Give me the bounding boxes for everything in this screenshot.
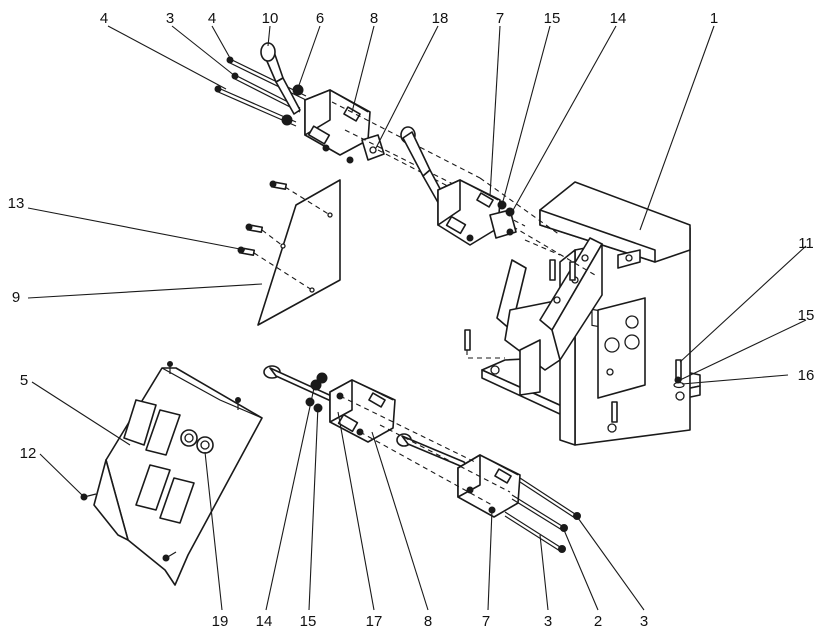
callout-c10: 14 bbox=[610, 10, 627, 27]
callout-c18: 12 bbox=[20, 445, 37, 462]
callout-c14: 11 bbox=[798, 235, 814, 252]
callout-c15: 15 bbox=[798, 307, 815, 324]
callout-c5: 6 bbox=[316, 10, 324, 27]
callout-c9: 15 bbox=[544, 10, 561, 27]
front-panel bbox=[80, 361, 263, 586]
upper-right-valve-assembly bbox=[400, 126, 517, 246]
callout-c24: 7 bbox=[482, 613, 490, 630]
callout-c6: 8 bbox=[370, 10, 378, 27]
callout-c3: 4 bbox=[208, 10, 216, 27]
callout-c11: 1 bbox=[710, 10, 718, 27]
callout-c7: 18 bbox=[432, 10, 449, 27]
callout-c23: 8 bbox=[424, 613, 432, 630]
callout-c2: 3 bbox=[166, 10, 174, 27]
callout-c21: 15 bbox=[300, 613, 317, 630]
callout-c20: 14 bbox=[256, 613, 273, 630]
upper-left-valve-assembly bbox=[214, 42, 385, 164]
callout-c13: 9 bbox=[12, 289, 20, 306]
callout-c12: 13 bbox=[8, 195, 25, 212]
callout-c8: 7 bbox=[496, 10, 504, 27]
callout-c25: 3 bbox=[544, 613, 552, 630]
callout-c22: 17 bbox=[366, 613, 383, 630]
callout-c27: 3 bbox=[640, 613, 648, 630]
callout-labels: 4 3 4 10 6 8 18 7 15 14 1 13 9 11 15 16 … bbox=[8, 10, 815, 630]
lower-left-valve-assembly bbox=[263, 365, 396, 443]
callout-c26: 2 bbox=[594, 613, 602, 630]
leader-lines bbox=[27, 25, 807, 611]
lower-alignment-lines bbox=[339, 395, 511, 506]
callout-c19: 19 bbox=[212, 613, 229, 630]
callout-c17: 5 bbox=[20, 372, 28, 389]
callout-c1: 4 bbox=[100, 10, 108, 27]
lower-right-valve-assembly bbox=[396, 433, 581, 553]
callout-c4: 10 bbox=[262, 10, 279, 27]
cover-plate bbox=[237, 179, 341, 326]
housing-bracket bbox=[464, 181, 701, 446]
callout-c16: 16 bbox=[798, 367, 815, 384]
